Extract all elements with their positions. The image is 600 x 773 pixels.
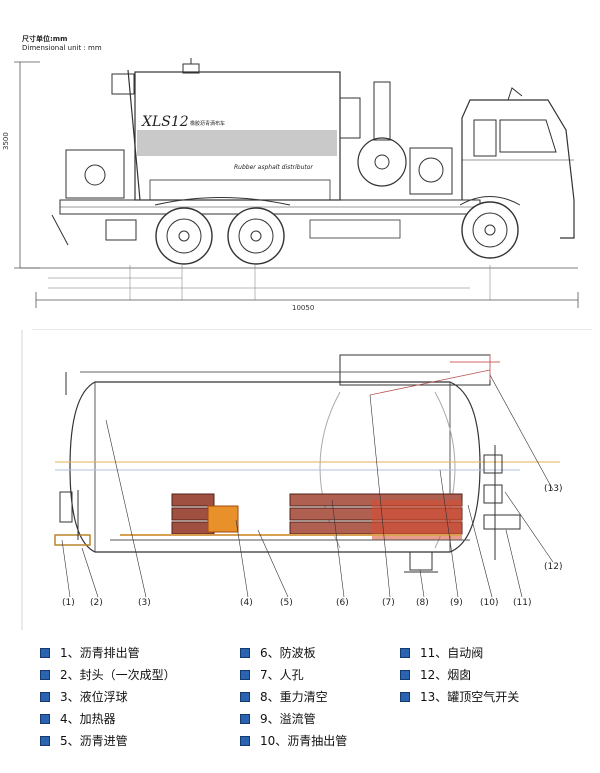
legend-item: 4、加热器	[40, 710, 116, 727]
legend-item: 8、重力清空	[240, 688, 328, 705]
bullet-icon	[40, 647, 50, 658]
legend-num: 6、	[260, 646, 280, 660]
legend-num: 10、	[260, 734, 288, 748]
legend-item: 1、沥青排出管	[40, 644, 140, 661]
legend-label: 烟囱	[447, 668, 472, 682]
legend-label: 人孔	[279, 668, 304, 682]
bullet-icon	[40, 713, 50, 724]
rear-wheel-2	[227, 207, 285, 265]
legend-item: 13、罐顶空气开关	[400, 688, 519, 705]
bullet-icon	[240, 713, 250, 724]
legend-item: 6、防波板	[240, 644, 316, 661]
legend-label: 重力清空	[279, 690, 328, 704]
legend-num: 5、	[60, 734, 80, 748]
legend-item: 7、人孔	[240, 666, 304, 683]
callout-5: (5)	[280, 598, 293, 608]
truck-model-text: XLS12	[141, 114, 189, 130]
legend-label: 防波板	[279, 646, 316, 660]
callout-13: (13)	[544, 484, 563, 494]
legend-num: 4、	[60, 712, 80, 726]
legend-item: 10、沥青抽出管	[240, 732, 347, 749]
legend-num: 11、	[420, 646, 448, 660]
bullet-icon	[40, 669, 50, 680]
legend-item: 3、液位浮球	[40, 688, 128, 705]
truck-model-cn: 橡胶沥青洒布车	[190, 120, 225, 127]
units-label-cn: 尺寸单位:mm	[22, 35, 68, 43]
bullet-icon	[240, 735, 250, 746]
callout-7: (7)	[382, 598, 395, 608]
callout-3: (3)	[138, 598, 151, 608]
length-dimension: 10050	[292, 304, 315, 312]
legend-num: 2、	[60, 668, 80, 682]
front-wheel	[461, 201, 519, 259]
rear-wheel-1	[155, 207, 213, 265]
legend-item: 12、烟囱	[400, 666, 471, 683]
legend-label: 自动阀	[447, 646, 484, 660]
callout-8: (8)	[416, 598, 429, 608]
bullet-icon	[400, 647, 410, 658]
units-label-en: Dimensional unit : mm	[22, 44, 102, 52]
legend-num: 7、	[260, 668, 280, 682]
truck-side-view: XLS12 橡胶沥青洒布车 Rubber asphalt distributor	[14, 58, 592, 330]
callout-1: (1)	[62, 598, 75, 608]
legend: 1、沥青排出管 2、封头（一次成型） 3、液位浮球 4、加热器 5、沥青进管 6…	[0, 638, 600, 773]
callout-10: (10)	[480, 598, 499, 608]
legend-item: 5、沥青进管	[40, 732, 128, 749]
bullet-icon	[40, 735, 50, 746]
callout-9: (9)	[450, 598, 463, 608]
legend-num: 8、	[260, 690, 280, 704]
legend-item: 2、封头（一次成型）	[40, 666, 176, 683]
legend-num: 1、	[60, 646, 80, 660]
legend-label: 液位浮球	[79, 690, 128, 704]
callout-12: (12)	[544, 562, 563, 572]
legend-num: 13、	[420, 690, 448, 704]
callout-2: (2)	[90, 598, 103, 608]
tank-label: Rubber asphalt distributor	[234, 164, 313, 171]
legend-label: 加热器	[79, 712, 116, 726]
bullet-icon	[240, 647, 250, 658]
legend-label: 沥青抽出管	[287, 734, 348, 748]
bullet-icon	[400, 691, 410, 702]
bullet-icon	[240, 691, 250, 702]
bullet-icon	[400, 669, 410, 680]
legend-num: 3、	[60, 690, 80, 704]
bullet-icon	[240, 669, 250, 680]
legend-label: 沥青进管	[79, 734, 128, 748]
legend-item: 9、溢流管	[240, 710, 316, 727]
callout-6: (6)	[336, 598, 349, 608]
legend-num: 9、	[260, 712, 280, 726]
tank-section-diagram	[21, 330, 560, 630]
legend-label: 溢流管	[279, 712, 316, 726]
bullet-icon	[40, 691, 50, 702]
legend-label: 罐顶空气开关	[447, 690, 520, 704]
legend-num: 12、	[420, 668, 448, 682]
legend-label: 封头（一次成型）	[79, 668, 176, 682]
callout-4: (4)	[240, 598, 253, 608]
callout-11: (11)	[513, 598, 532, 608]
legend-item: 11、自动阀	[400, 644, 483, 661]
legend-label: 沥青排出管	[79, 646, 140, 660]
